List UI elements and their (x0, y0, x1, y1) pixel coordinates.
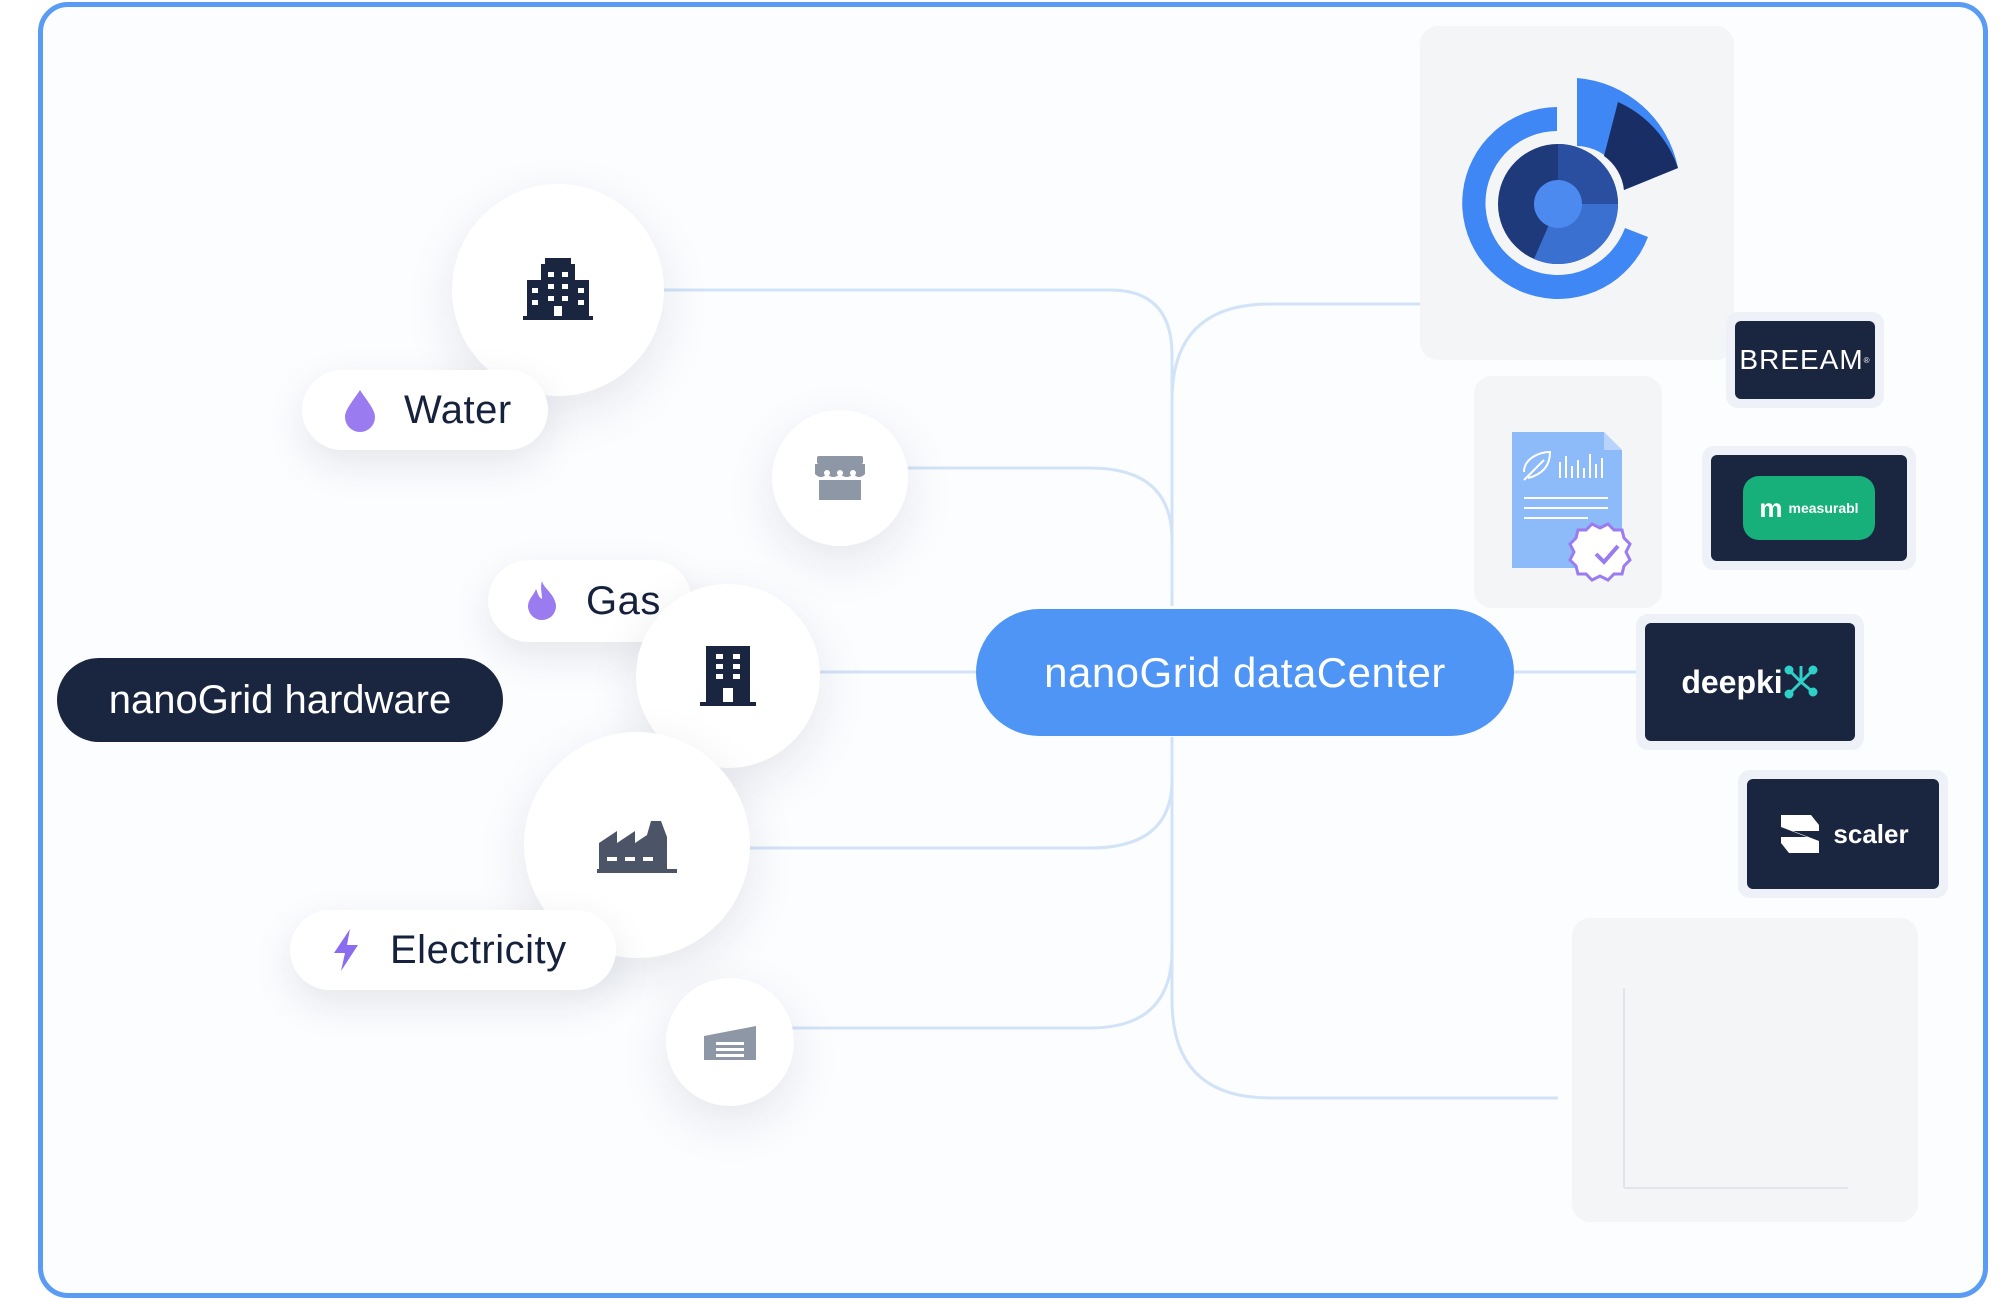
measurabl-letter: m (1759, 492, 1783, 523)
esg-report-card (1474, 376, 1662, 608)
connector-chart (1170, 737, 1558, 1100)
warehouse-node (666, 978, 794, 1106)
storefront-icon (815, 456, 865, 500)
water-label: Water (404, 387, 512, 432)
electricity-label: Electricity (390, 927, 567, 972)
factory-icon (597, 821, 677, 873)
breeam-label: BREEAM (1739, 344, 1864, 375)
radial-chart-graphic (1462, 78, 1678, 299)
warehouse-icon (704, 1026, 756, 1060)
connector-warehouse (770, 737, 1174, 1030)
office-building-icon (523, 258, 593, 320)
deepki-spark-icon (1784, 665, 1818, 699)
nanogrid-datacenter-hub: nanoGrid dataCenter (976, 609, 1514, 736)
electricity-pill: Electricity (290, 910, 616, 990)
lightning-icon (324, 928, 368, 972)
gas-label: Gas (586, 578, 661, 623)
certified-report-icon (1512, 432, 1632, 582)
deepki-logo: deepki (1636, 614, 1864, 750)
scaler-mark-icon (1781, 815, 1820, 853)
connector-analytics (1170, 302, 1420, 606)
connector-factory (730, 737, 1174, 850)
analytics-radial-card (1420, 26, 1734, 360)
scaler-logo: scaler (1738, 770, 1948, 898)
usage-bar-chart-card (1572, 918, 1918, 1222)
measurabl-label: measurabl (1788, 500, 1859, 516)
connector-office (662, 288, 1174, 606)
measurabl-logo: m measurabl (1702, 446, 1916, 570)
connector-store (908, 466, 1174, 606)
water-drop-icon (338, 388, 382, 432)
nanogrid-hardware-label: nanoGrid hardware (57, 658, 503, 742)
gas-pill: Gas (488, 560, 692, 642)
flame-icon (520, 579, 564, 623)
scaler-label: scaler (1833, 818, 1909, 849)
water-pill: Water (302, 370, 548, 450)
office-building-node (452, 184, 664, 396)
breeam-registered-mark: ® (1863, 355, 1871, 365)
apartment-building-icon (700, 646, 756, 706)
storefront-node (772, 410, 908, 546)
bar-chart-graphic (1623, 953, 1859, 1189)
breeam-logo: BREEAM® (1726, 312, 1884, 408)
deepki-label: deepki (1681, 663, 1783, 700)
